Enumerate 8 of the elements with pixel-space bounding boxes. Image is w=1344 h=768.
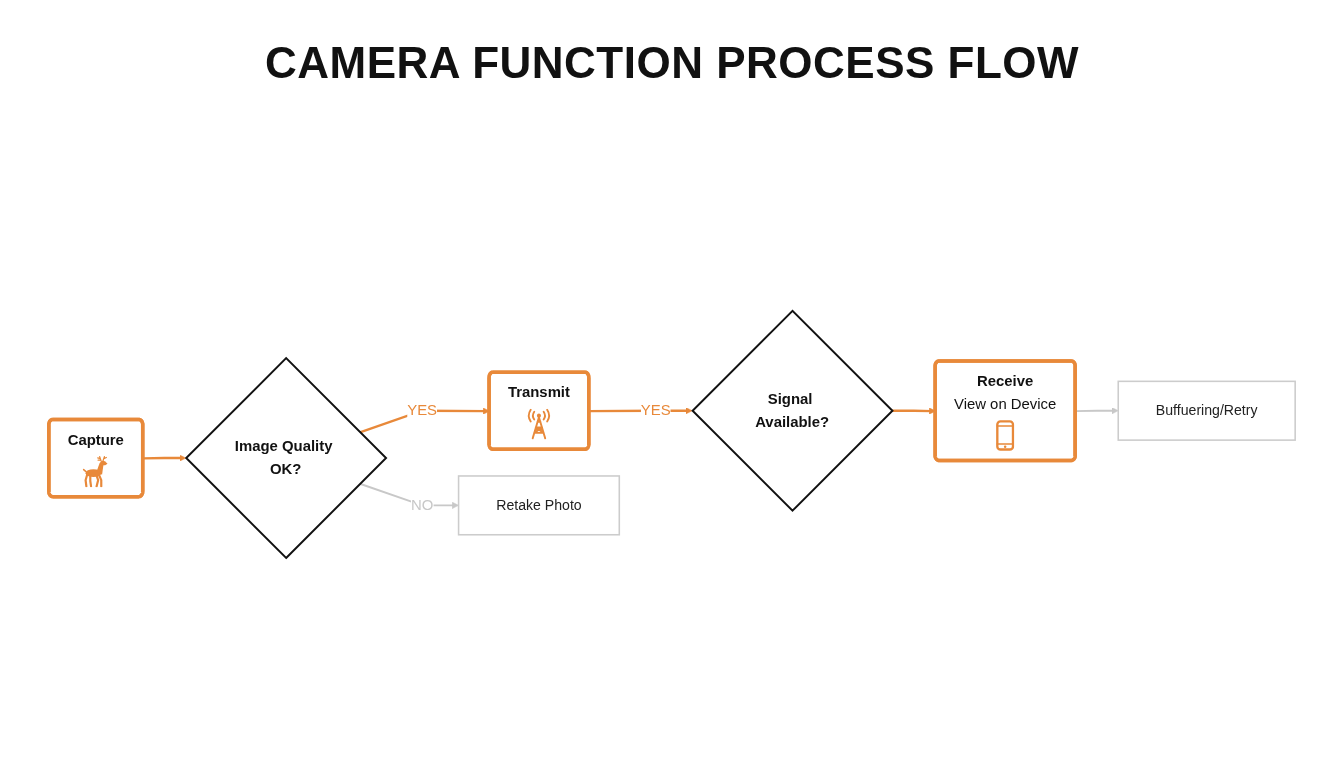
arrow bbox=[143, 454, 187, 462]
diagram-title: CAMERA FUNCTION PROCESS FLOW bbox=[264, 38, 1080, 88]
node-diamond: Image Quality OK? bbox=[184, 356, 388, 559]
edge-label: YES bbox=[640, 401, 671, 418]
edge-label: YES bbox=[407, 401, 438, 418]
node-box: Buffuering/Retry bbox=[1117, 380, 1296, 441]
node-diamond: Signal Available? bbox=[691, 309, 894, 512]
node-box: Retake Photo bbox=[457, 474, 621, 536]
